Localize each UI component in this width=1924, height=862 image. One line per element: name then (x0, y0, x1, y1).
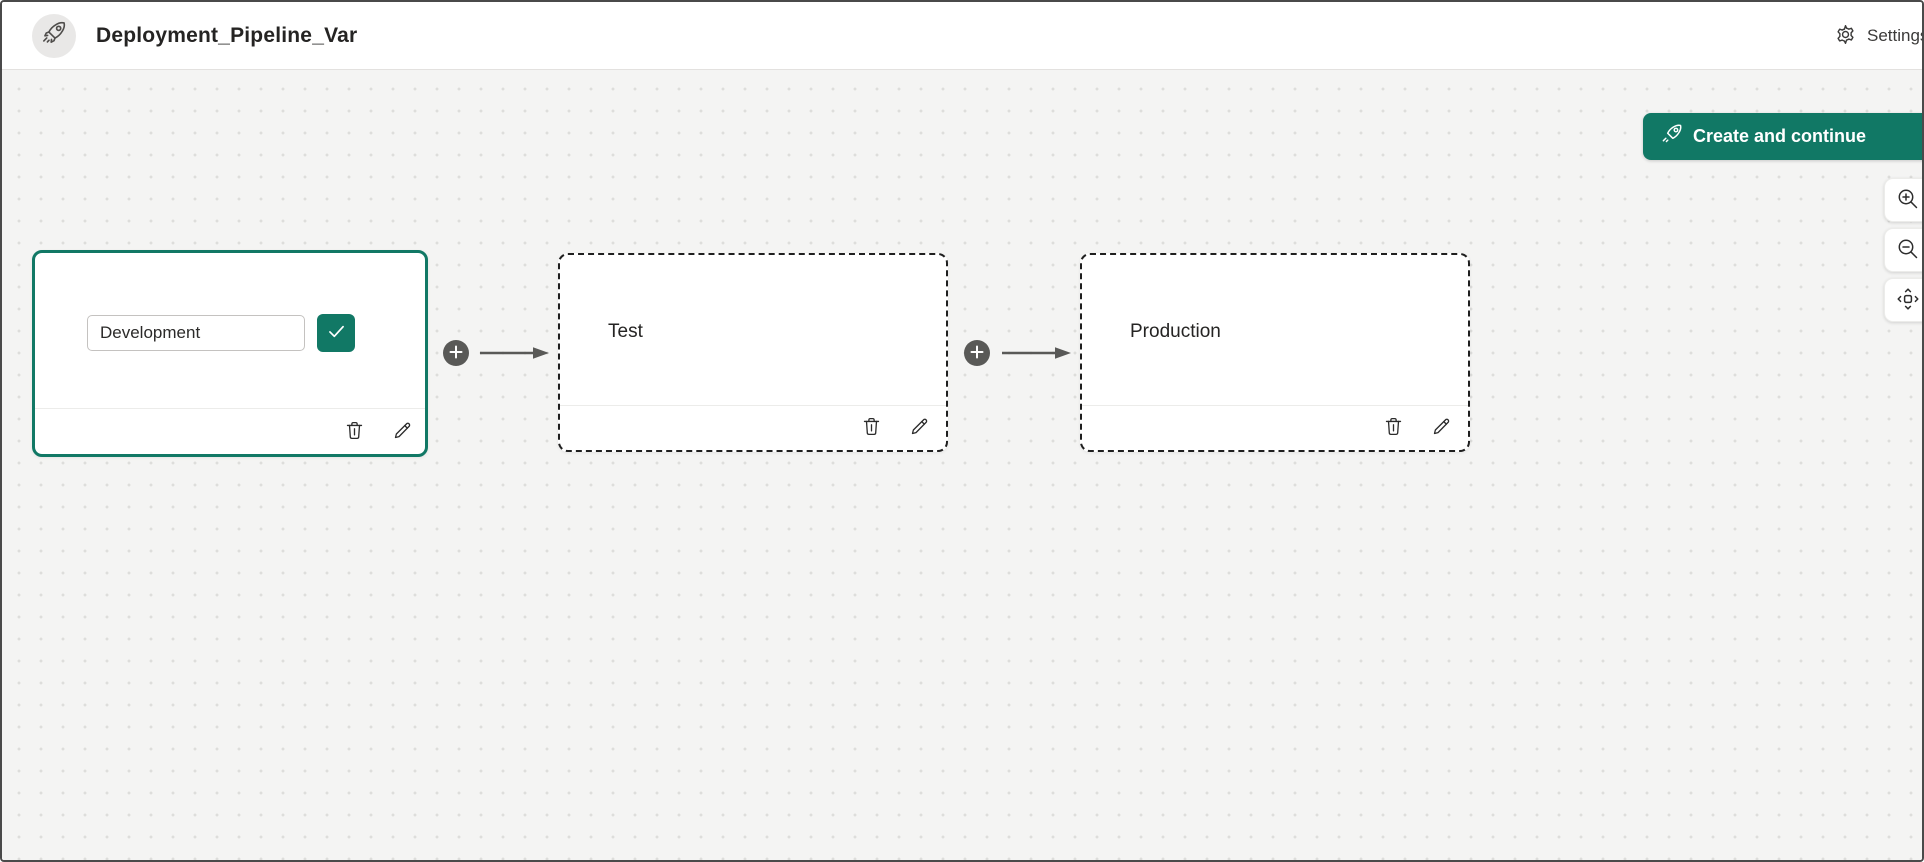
arrow-right-icon (1000, 345, 1072, 366)
zoom-out-icon (1896, 237, 1920, 264)
add-stage-button[interactable] (964, 340, 990, 366)
rocket-icon (1661, 123, 1683, 150)
rocket-icon (41, 20, 67, 51)
stage-name: Production (1130, 320, 1221, 342)
trash-icon (1383, 416, 1404, 440)
trash-icon (861, 416, 882, 440)
pencil-icon (909, 416, 930, 440)
stage-card-footer (35, 408, 425, 454)
fit-to-view-button[interactable] (1884, 278, 1922, 322)
arrow-right-icon (478, 345, 550, 366)
delete-stage-button[interactable] (861, 416, 882, 440)
pencil-icon (392, 420, 413, 444)
stage-card-footer (1082, 405, 1468, 450)
trash-icon (344, 420, 365, 444)
check-icon (326, 321, 347, 345)
plus-icon (969, 344, 985, 363)
zoom-in-button[interactable] (1884, 178, 1922, 222)
stage-card-test[interactable]: Test (558, 253, 948, 452)
fit-view-icon (1896, 287, 1920, 314)
pencil-icon (1431, 416, 1452, 440)
stage-card-production[interactable]: Production (1080, 253, 1470, 452)
pipeline-avatar (32, 13, 76, 58)
stage-name: Test (608, 320, 643, 342)
page-title: Deployment_Pipeline_Var (96, 23, 358, 47)
plus-icon (448, 344, 464, 363)
edit-stage-button[interactable] (392, 420, 413, 444)
zoom-in-icon (1896, 187, 1920, 214)
create-and-continue-label: Create and continue (1693, 126, 1867, 146)
stage-card-development[interactable] (32, 250, 428, 457)
settings-label: Settings (1867, 26, 1924, 45)
stage-name-input[interactable] (87, 315, 305, 351)
add-stage-button[interactable] (443, 340, 469, 366)
stage-card-footer (560, 405, 946, 450)
delete-stage-button[interactable] (344, 420, 365, 444)
zoom-out-button[interactable] (1884, 228, 1922, 272)
gear-icon (1834, 23, 1857, 49)
delete-stage-button[interactable] (1383, 416, 1404, 440)
edit-stage-button[interactable] (1431, 416, 1452, 440)
edit-stage-button[interactable] (909, 416, 930, 440)
create-and-continue-button[interactable]: Create and continue (1643, 113, 1922, 160)
app-header: Deployment_Pipeline_Var Settings (2, 2, 1922, 70)
pipeline-canvas[interactable]: Create and continue (2, 70, 1922, 860)
stage-name-edit-row (87, 314, 355, 352)
settings-button[interactable]: Settings (1834, 2, 1924, 70)
confirm-stage-name-button[interactable] (317, 314, 355, 352)
